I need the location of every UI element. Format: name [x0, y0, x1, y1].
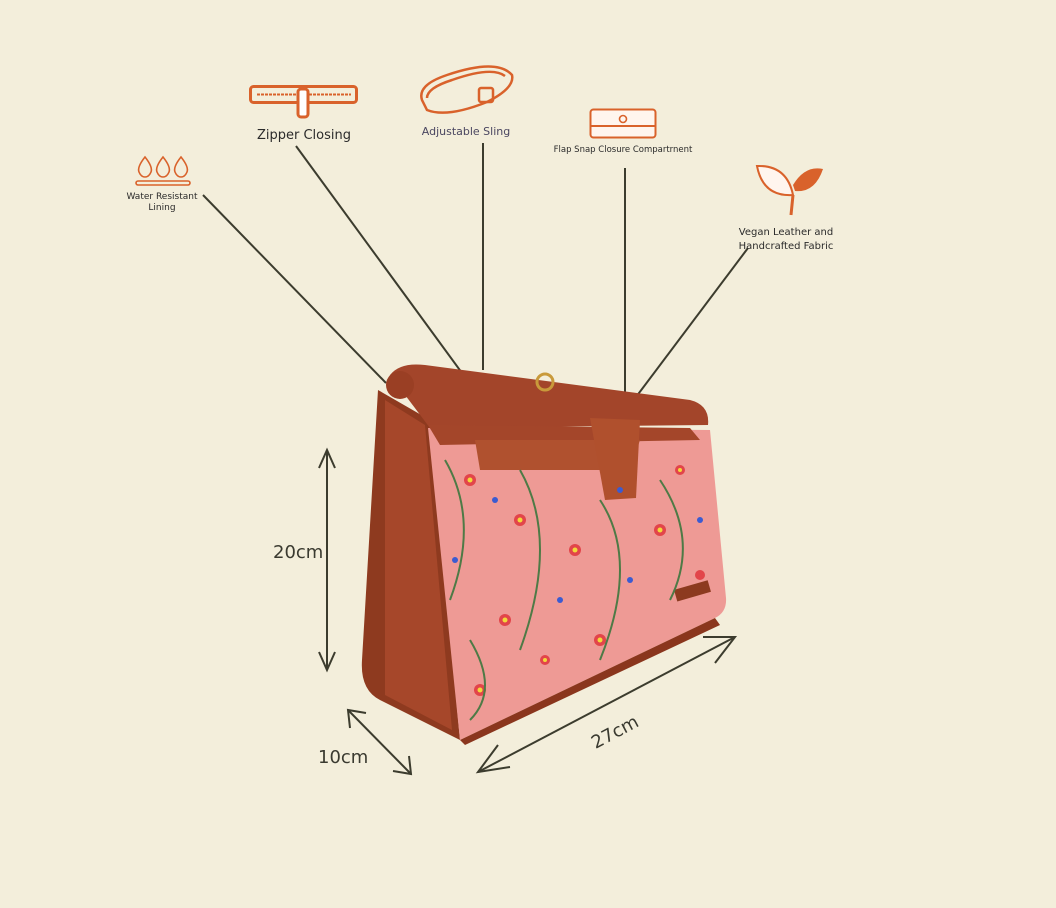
feature-vegan-label: Vegan Leather and Handcrafted Fabric — [738, 227, 834, 252]
feature-water-label: Water Resistant Lining — [126, 192, 198, 213]
leaf-icon — [753, 163, 825, 217]
dimension-depth: 10cm — [318, 747, 369, 768]
feature-sling-label: Adjustable Sling — [421, 125, 511, 138]
zipper-icon — [249, 85, 359, 119]
water-drops-icon — [134, 154, 192, 188]
feature-zipper-label: Zipper Closing — [256, 128, 351, 143]
belt-strap-icon — [417, 60, 515, 120]
feature-flap-label: Flap Snap Closure Compartrnent — [553, 145, 693, 155]
dimension-height: 20cm — [273, 542, 324, 563]
flap-pouch-icon — [589, 108, 657, 140]
